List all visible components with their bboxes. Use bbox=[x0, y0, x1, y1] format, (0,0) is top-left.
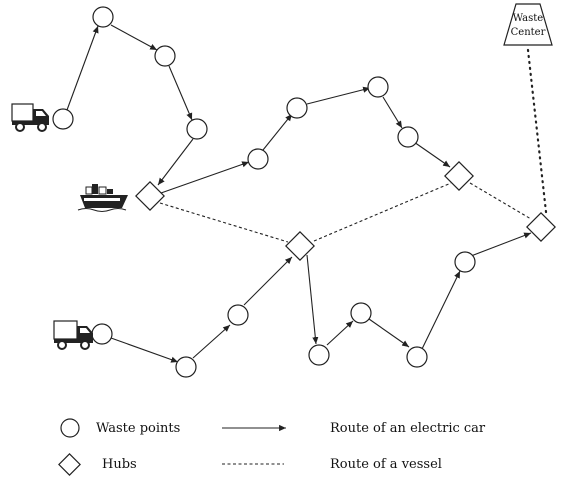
car-route-segment bbox=[306, 86, 371, 105]
vessel-route-1 bbox=[159, 202, 289, 243]
ship-icon bbox=[77, 184, 128, 212]
waste-point bbox=[406, 346, 428, 368]
waste-points bbox=[52, 6, 476, 378]
waste-center-label-line2: Center bbox=[511, 27, 546, 38]
waste-point bbox=[92, 6, 114, 28]
car-route-segment bbox=[470, 232, 532, 257]
waste-point bbox=[454, 251, 476, 273]
vessel-routes bbox=[159, 182, 532, 243]
waste-point bbox=[286, 97, 308, 119]
car-route-segment bbox=[421, 270, 461, 350]
legend: Waste points Route of an electric car Hu… bbox=[58, 418, 486, 476]
electric-car-routes bbox=[66, 24, 532, 363]
car-route-segment bbox=[382, 96, 403, 129]
waste-point bbox=[247, 148, 269, 170]
waste-point bbox=[91, 323, 113, 345]
legend-vessel-route-label: Route of a vessel bbox=[330, 457, 442, 472]
waste-point bbox=[350, 302, 372, 324]
waste-center-label-line1: Waste bbox=[513, 13, 544, 24]
legend-waste-points-label: Waste points bbox=[96, 421, 180, 436]
waste-point bbox=[227, 304, 249, 326]
car-route-segment bbox=[110, 337, 179, 363]
hubs bbox=[135, 161, 556, 261]
waste-point bbox=[154, 45, 176, 67]
waste-point bbox=[186, 118, 208, 140]
truck-icon bbox=[11, 103, 49, 132]
car-route-segment bbox=[110, 24, 158, 51]
car-route-segment bbox=[192, 324, 231, 359]
vessel-route-3 bbox=[469, 182, 532, 220]
waste-center: Waste Center bbox=[503, 3, 553, 46]
car-route-segment bbox=[243, 256, 293, 306]
car-route-segment bbox=[160, 161, 250, 194]
car-route-segment bbox=[168, 65, 193, 121]
car-route-segment bbox=[368, 318, 410, 348]
car-route-segment bbox=[413, 141, 451, 168]
hub bbox=[285, 231, 315, 261]
car-route-segment bbox=[157, 138, 194, 186]
hub bbox=[526, 212, 556, 242]
truck-icon bbox=[53, 320, 93, 350]
legend-car-route-label: Route of an electric car bbox=[330, 421, 486, 436]
car-route-segment bbox=[262, 113, 293, 151]
legend-waste-point-icon bbox=[60, 418, 80, 438]
waste-center-shape bbox=[503, 3, 553, 46]
legend-hubs-label: Hubs bbox=[102, 457, 137, 472]
center-connection bbox=[526, 48, 548, 214]
car-route-segment bbox=[326, 320, 354, 346]
car-route-segment bbox=[66, 25, 99, 111]
waste-point bbox=[308, 344, 330, 366]
hub bbox=[135, 181, 165, 211]
waste-point bbox=[397, 126, 419, 148]
waste-point bbox=[52, 108, 74, 130]
waste-point bbox=[175, 356, 197, 378]
legend-hub-icon bbox=[58, 453, 81, 476]
vessel-route-2 bbox=[313, 182, 452, 242]
hub bbox=[444, 161, 474, 191]
car-route-segment bbox=[306, 254, 319, 345]
waste-point bbox=[367, 76, 389, 98]
